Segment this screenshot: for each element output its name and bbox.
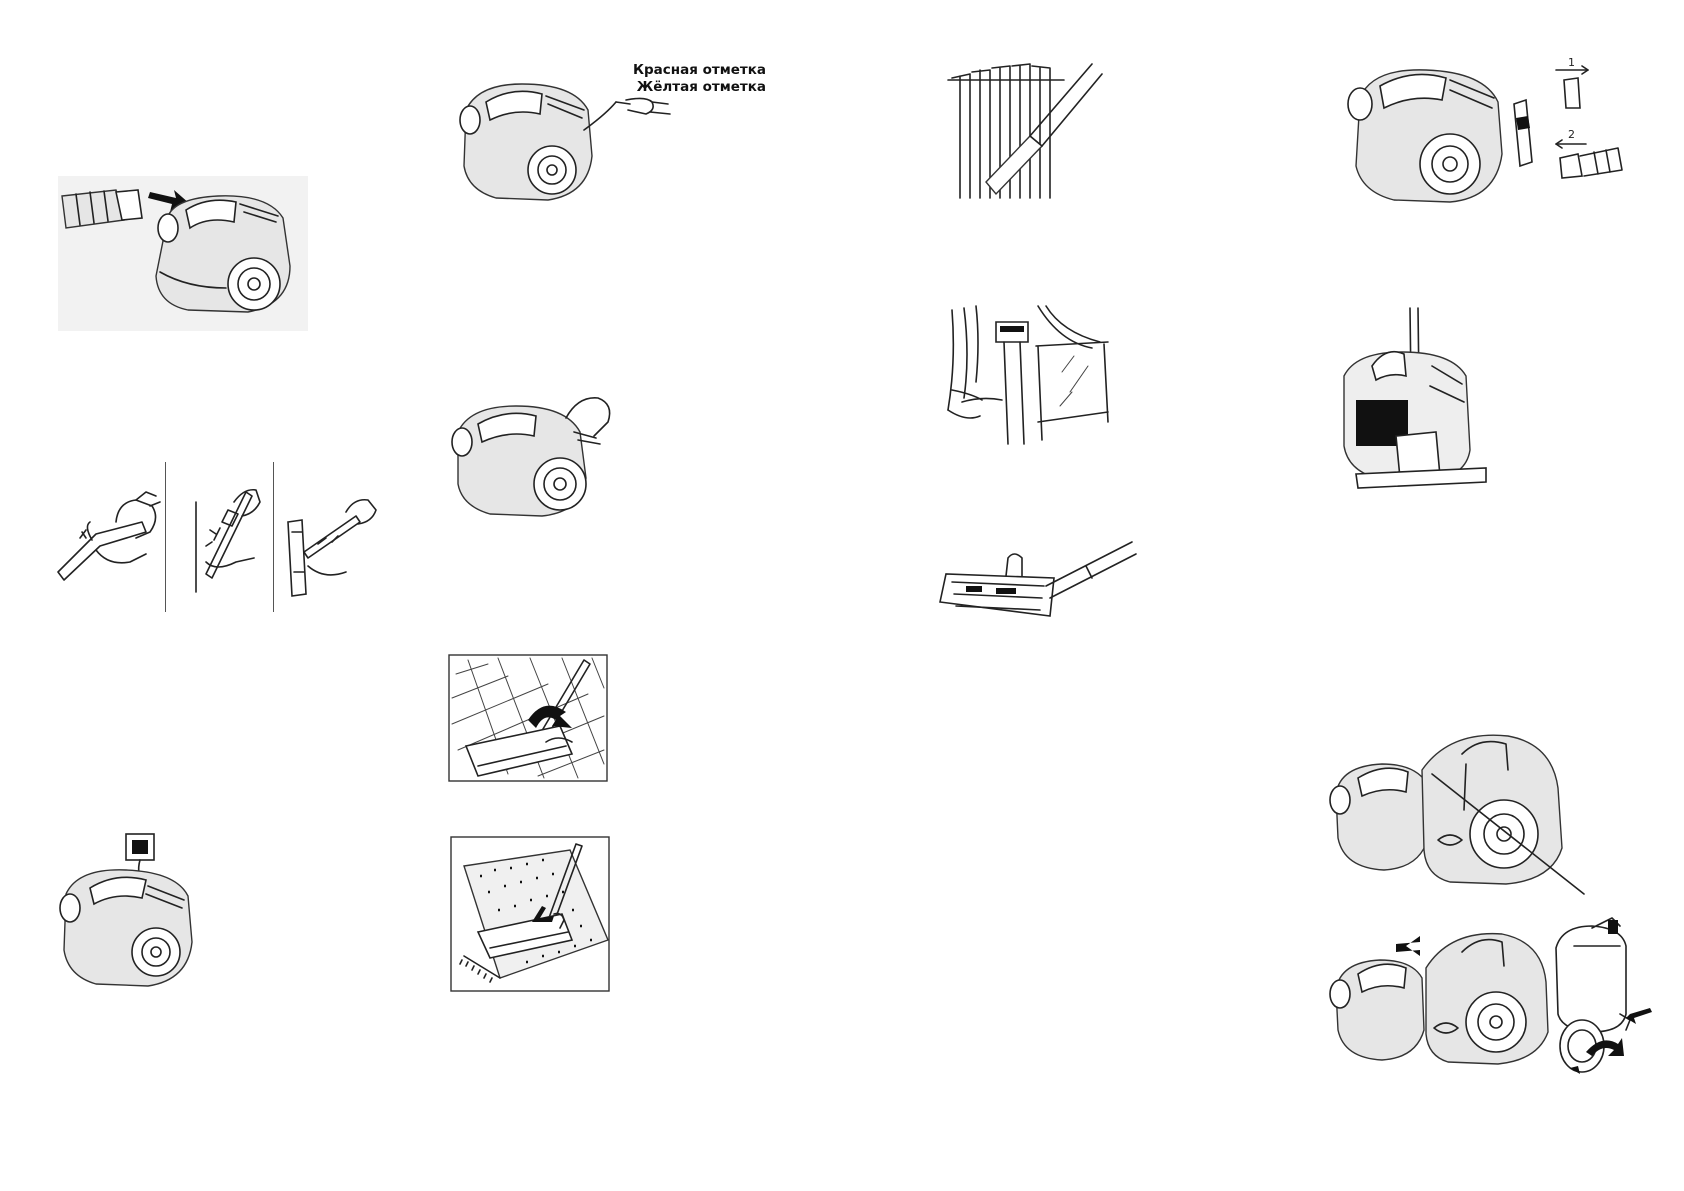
crevice-radiator-illustration (946, 62, 1102, 200)
hose-removal-steps-illustration (56, 462, 386, 612)
yellow-mark-label: Жёлтая отметка (606, 79, 766, 96)
carry-handle-illustration (448, 388, 618, 518)
carpet-mode-illustration (450, 836, 610, 992)
step-1-number: 1 (1568, 56, 1575, 69)
red-mark-label: Красная отметка (606, 62, 766, 79)
hose-connect-illustration (58, 176, 308, 331)
step-2-number: 2 (1568, 128, 1575, 141)
cord-marks-labels: Красная отметка Жёлтая отметка (606, 62, 766, 96)
plug-socket-illustration (56, 830, 206, 990)
floor-nozzle-illustration (936, 540, 1136, 626)
steps-separator-2 (273, 462, 274, 612)
parking-position-illustration: 1 2 (1346, 58, 1626, 204)
hard-floor-mode-illustration (448, 654, 608, 782)
dust-container-release-illustration (1336, 306, 1492, 492)
curtain-brush-illustration (942, 302, 1110, 444)
dust-container-empty-illustration (1330, 730, 1656, 1074)
steps-separator-1 (165, 462, 166, 612)
